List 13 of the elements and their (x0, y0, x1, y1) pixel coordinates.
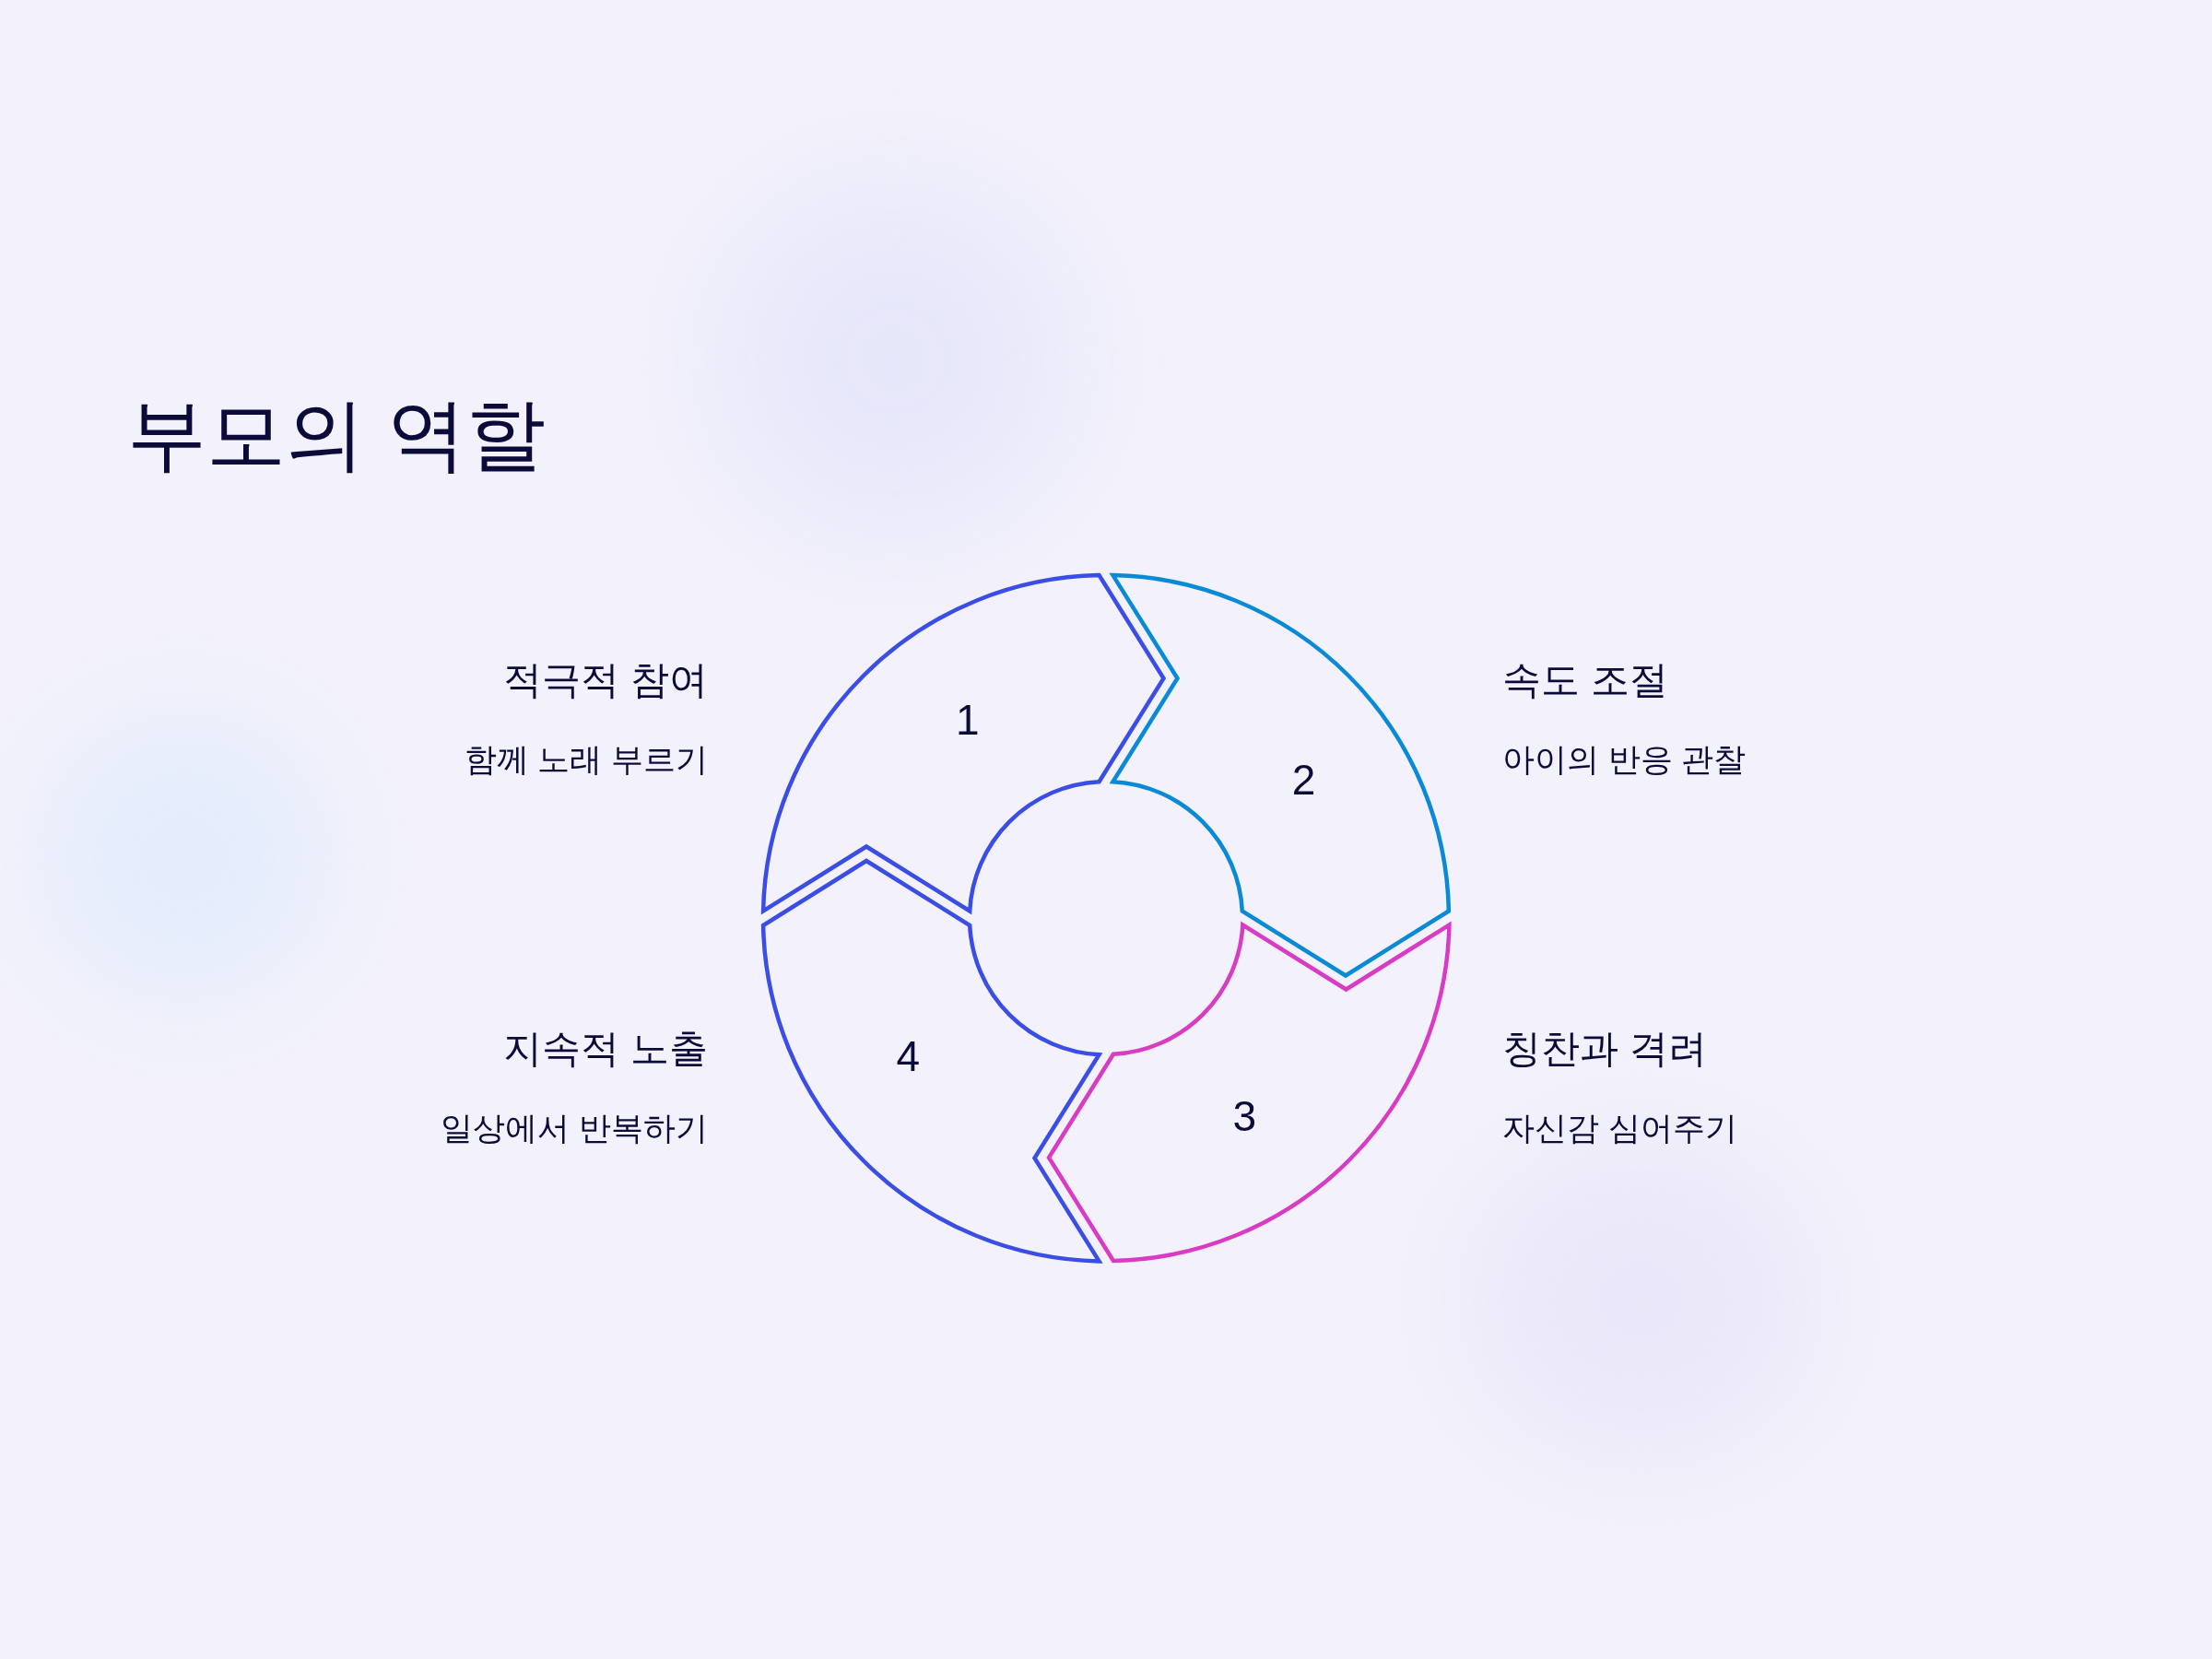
step-description: 함께 노래 부르기 (464, 740, 708, 779)
step-description: 자신감 심어주기 (1502, 1109, 1737, 1147)
step-description: 일상에서 반복하기 (441, 1109, 708, 1147)
title: 부모의 역할 (127, 391, 546, 478)
step-heading: 지속적 노출 (503, 1026, 708, 1072)
step-heading: 속도 조절 (1502, 657, 1668, 703)
step-number: 1 (955, 699, 980, 742)
step-description: 아이의 반응 관찰 (1502, 740, 1747, 779)
step-heading: 적극적 참여 (503, 657, 708, 703)
step-number: 3 (1232, 1094, 1257, 1137)
step-number: 4 (896, 1035, 921, 1078)
step-number: 2 (1291, 758, 1316, 801)
step-heading: 칭찬과 격려 (1502, 1026, 1707, 1072)
